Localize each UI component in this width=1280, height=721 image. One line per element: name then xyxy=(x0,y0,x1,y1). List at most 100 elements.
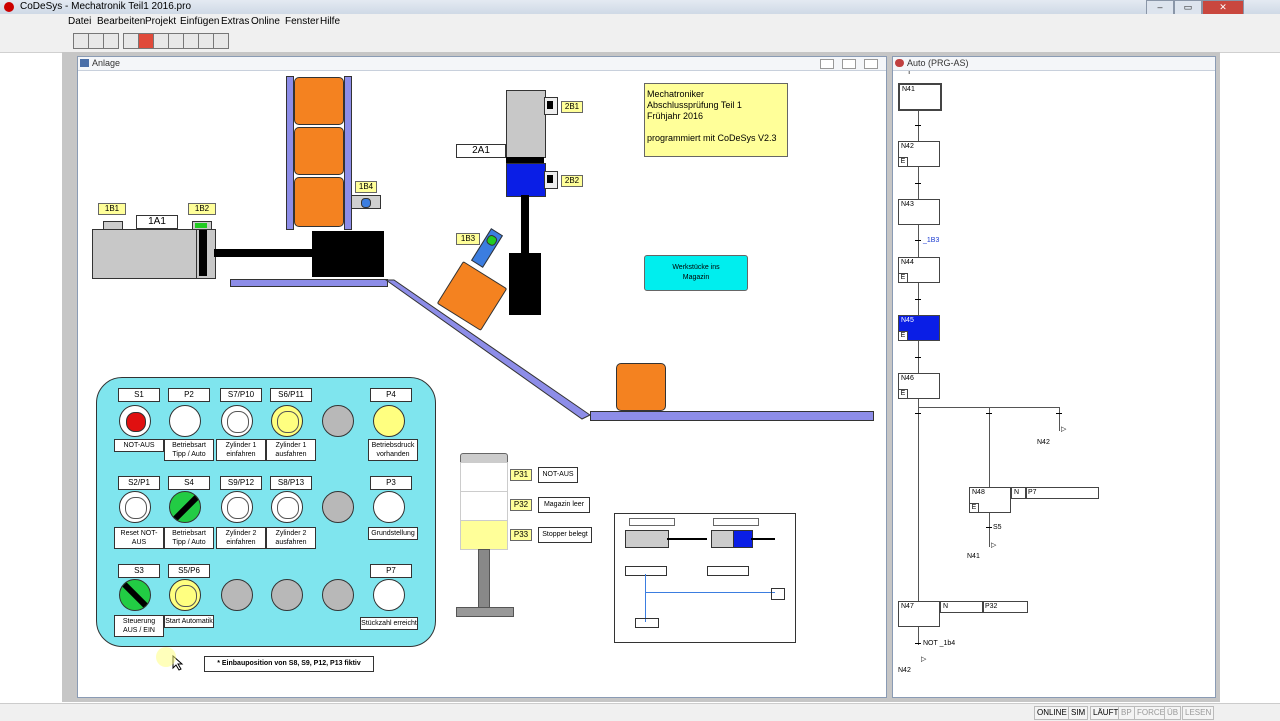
blank-lamp-2 xyxy=(322,491,354,523)
button-s2-reset[interactable] xyxy=(119,491,151,523)
tag-p3: P3 xyxy=(370,476,412,490)
minimize-button[interactable]: – xyxy=(1146,0,1174,15)
button-s1-not-aus[interactable] xyxy=(119,405,151,437)
save-icon[interactable] xyxy=(103,33,119,49)
menu-einfuegen[interactable]: Einfügen xyxy=(180,16,220,27)
sfc-transition-4[interactable] xyxy=(915,299,921,300)
magazin-fill-button[interactable]: Werkstücke ins Magazin xyxy=(644,255,748,291)
sfc-step-n41[interactable]: N41 xyxy=(898,83,942,111)
sfc-transition-branch-2[interactable] xyxy=(986,413,992,414)
status-force: FORCE xyxy=(1134,706,1168,720)
sfc-transition-5[interactable] xyxy=(915,357,921,358)
caption-p2: Betriebsart Tipp / Auto xyxy=(164,439,214,461)
sfc-transition-branch-1[interactable] xyxy=(915,413,921,414)
caption-s7: Zylinder 1 einfahren xyxy=(216,439,266,461)
pneu-sensors-2 xyxy=(713,518,759,526)
pneu-cyl2-piston xyxy=(733,530,753,548)
pneu-sensors-1 xyxy=(629,518,675,526)
sfc-transition-s5[interactable] xyxy=(986,527,992,528)
status-ueb: ÜB xyxy=(1164,706,1182,720)
stop-icon[interactable] xyxy=(138,33,154,49)
window-titlebar: CoDeSys - Mechatronik Teil1 2016.pro – ▭… xyxy=(0,0,1280,15)
sfc-transition-branch-3[interactable] xyxy=(1056,413,1062,414)
tag-s6-p11: S6/P11 xyxy=(270,388,312,402)
sensor-1b4 xyxy=(351,195,381,209)
tag-p32: P32 xyxy=(510,499,532,511)
sfc-title: Auto (PRG-AS) xyxy=(907,58,969,68)
tag-s2-p1: S2/P1 xyxy=(118,476,160,490)
single-cycle-icon[interactable] xyxy=(183,33,199,49)
menu-projekt[interactable]: Projekt xyxy=(145,16,177,27)
cylinder-2a1-piston xyxy=(506,163,546,197)
menu-hilfe[interactable]: Hilfe xyxy=(320,16,341,27)
step-in-icon[interactable] xyxy=(168,33,184,49)
menu-datei[interactable]: Datei xyxy=(68,16,92,27)
anlage-minimize-button[interactable] xyxy=(820,59,834,69)
tag-s5-p6: S5/P6 xyxy=(168,564,210,578)
close-button[interactable]: ✕ xyxy=(1202,0,1244,15)
breakpoint-icon[interactable] xyxy=(198,33,214,49)
caption-s1: NOT-AUS xyxy=(114,439,164,452)
pneu-main-valve xyxy=(635,618,659,628)
pneu-valve-1 xyxy=(625,566,667,576)
blank-lamp-1 xyxy=(322,405,354,437)
switch-s4[interactable] xyxy=(169,491,201,523)
login-icon[interactable] xyxy=(123,33,139,49)
menu-fenster[interactable]: Fenster xyxy=(285,16,319,27)
menu-extras[interactable]: Extras xyxy=(221,16,250,27)
menu-bearbeiten[interactable]: Bearbeiten xyxy=(97,16,146,27)
sfc-transition-2[interactable] xyxy=(915,183,921,184)
tag-s4: S4 xyxy=(168,476,210,490)
button-s9[interactable] xyxy=(221,491,253,523)
status-bp: BP xyxy=(1118,706,1135,720)
pneu-cyl2-rod xyxy=(751,538,775,540)
button-s8[interactable] xyxy=(271,491,303,523)
lamp-p4 xyxy=(373,405,405,437)
pneu-supply-line xyxy=(645,592,775,593)
sfc-step-n47[interactable]: N47 xyxy=(898,601,940,627)
sfc-action-qualifier-n48: N xyxy=(1011,487,1027,499)
button-s6[interactable] xyxy=(271,405,303,437)
anlage-title: Anlage xyxy=(92,58,121,68)
cylinder-2a1-rod xyxy=(521,195,529,255)
write-values-icon[interactable] xyxy=(213,33,229,49)
sfc-transition-1b3[interactable] xyxy=(915,240,921,241)
anlage-maximize-button[interactable] xyxy=(842,59,856,69)
open-file-icon[interactable] xyxy=(88,33,104,49)
anlage-close-button[interactable] xyxy=(864,59,878,69)
tag-p33: P33 xyxy=(510,529,532,541)
new-file-icon[interactable] xyxy=(73,33,89,49)
switch-s3[interactable] xyxy=(119,579,151,611)
lamp-p3 xyxy=(373,491,405,523)
caption-s8: Zylinder 2 ausfahren xyxy=(266,527,316,549)
cylinder-1a1-rod xyxy=(214,249,314,257)
button-s5-start[interactable] xyxy=(169,579,201,611)
menu-online[interactable]: Online xyxy=(251,16,280,27)
button-s7[interactable] xyxy=(221,405,253,437)
step-over-icon[interactable] xyxy=(153,33,169,49)
caption-s6: Zylinder 1 ausfahren xyxy=(266,439,316,461)
label-p33: Stopper belegt xyxy=(538,527,592,543)
pneumatic-diagram xyxy=(614,513,796,643)
blank-lamp-3 xyxy=(221,579,253,611)
caption-s5: Start Automatik xyxy=(164,615,214,628)
pneu-pressure-switch xyxy=(771,588,785,600)
tag-p7: P7 xyxy=(370,564,412,578)
sfc-step-n43[interactable]: N43 xyxy=(898,199,940,225)
blank-lamp-5 xyxy=(322,579,354,611)
maximize-button[interactable]: ▭ xyxy=(1174,0,1202,15)
caption-p7: Stückzahl erreicht xyxy=(360,617,418,630)
sfc-transition-1[interactable] xyxy=(915,125,921,126)
pneu-supply-vertical xyxy=(645,574,646,622)
footnote: * Einbauposition von S8, S9, P12, P13 fi… xyxy=(204,656,374,672)
sfc-transition-not-1b4[interactable] xyxy=(915,643,921,644)
sfc-jump-arrow-icon: ▷ xyxy=(1061,426,1067,433)
sfc-transition-label-not-1b4: NOT _1b4 xyxy=(923,640,956,647)
status-online: ONLINE xyxy=(1034,706,1070,720)
